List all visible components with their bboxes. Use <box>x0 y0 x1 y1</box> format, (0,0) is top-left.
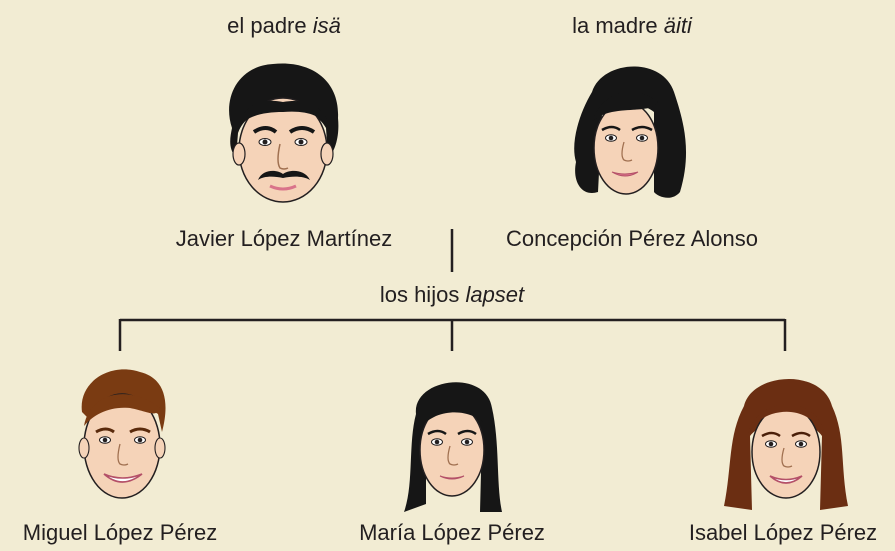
father-role-label: el padre isä <box>227 13 341 39</box>
child-1-portrait <box>78 369 166 499</box>
mother-role-prefix: la madre <box>572 13 658 38</box>
child-2-name: María López Pérez <box>359 520 545 545</box>
mother-role-term: äiti <box>663 13 692 38</box>
father-name: Javier López Martínez <box>175 226 393 251</box>
children-role-prefix: los hijos <box>379 282 460 307</box>
father-role-term: isä <box>312 13 341 38</box>
child-3-portrait <box>724 378 848 510</box>
child-2-portrait <box>404 382 502 512</box>
mother-portrait <box>574 66 687 198</box>
father-portrait <box>229 63 339 203</box>
father-role-prefix: el padre <box>227 13 307 38</box>
child-3-name: Isabel López Pérez <box>688 520 878 545</box>
children-role-label: los hijos lapset <box>380 282 524 308</box>
child-1-name: Miguel López Pérez <box>22 520 218 545</box>
mother-role-label: la madre äiti <box>572 13 692 39</box>
mother-name: Concepción Pérez Alonso <box>506 226 758 251</box>
children-role-term: lapset <box>465 282 525 307</box>
